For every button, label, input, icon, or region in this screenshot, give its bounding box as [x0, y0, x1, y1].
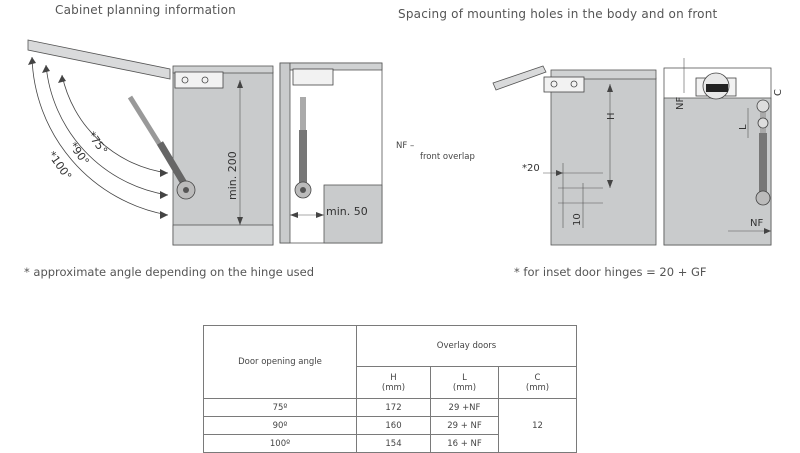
row-angle: 90º — [203, 416, 357, 435]
angle-footnote: * approximate angle depending on the hin… — [24, 265, 315, 279]
dimension-nf-bottom: NF — [750, 218, 763, 229]
header-overlay-doors: Overlay doors — [356, 325, 577, 367]
row-h: 172 — [356, 398, 431, 417]
row-angle: 100º — [203, 434, 357, 453]
angle-label-100: *100° — [45, 149, 74, 183]
header-c: C (mm) — [498, 366, 577, 399]
dimension-l: L — [738, 124, 749, 130]
arc-90 — [45, 64, 169, 196]
mounting-holes-drawing: H *20 10 NF L C NF — [492, 58, 784, 246]
row-l: 16 + NF — [430, 434, 499, 453]
row-l: 29 +NF — [430, 398, 499, 417]
mounting-holes-title: Spacing of mounting holes in the body an… — [398, 7, 718, 21]
table-row: 75º 172 29 +NF 12 — [203, 398, 577, 453]
hinge — [174, 71, 224, 89]
side-view-panel — [323, 184, 383, 244]
table-row: 100º 154 16 + NF — [203, 434, 577, 453]
row-h: 160 — [356, 416, 431, 435]
cabinet-planning-title: Cabinet planning information — [55, 3, 236, 17]
front-door — [492, 65, 547, 91]
front-view-panel — [663, 97, 772, 246]
header-l-name: L — [462, 372, 467, 383]
dimension-10: 10 — [572, 213, 583, 226]
nf-legend-line2: front overlap — [420, 152, 475, 162]
row-l: 29 + NF — [430, 416, 499, 435]
opened-door — [27, 39, 171, 80]
angle-label-90: *90° — [67, 140, 92, 168]
header-h: H (mm) — [356, 366, 431, 399]
cabinet-side-panel — [172, 71, 274, 246]
dimension-20: *20 — [522, 163, 540, 174]
cabinet-bottom — [172, 224, 274, 246]
row-h: 154 — [356, 434, 431, 453]
header-l: L (mm) — [430, 366, 499, 399]
header-door-opening-angle: Door opening angle — [203, 325, 357, 399]
header-c-unit: (mm) — [525, 382, 550, 393]
angle-label-75: *75° — [85, 129, 110, 157]
nf-legend-line1: NF – — [396, 141, 415, 151]
header-l-unit: (mm) — [452, 382, 477, 393]
body-panel — [550, 77, 657, 246]
dimension-h: H — [606, 112, 617, 120]
header-c-name: C — [534, 372, 541, 383]
header-h-unit: (mm) — [381, 382, 406, 393]
side-view-door — [279, 62, 291, 244]
dimension-nf-top: NF — [675, 97, 686, 110]
spec-table: Door opening angle Overlay doors H (mm) … — [203, 325, 577, 453]
dimension-min-50: min. 50 — [326, 205, 368, 218]
dimension-min-200: min. 200 — [226, 151, 239, 200]
hinge-right — [543, 76, 585, 93]
arc-75 — [61, 74, 169, 174]
row-c-merged: 12 — [498, 398, 577, 453]
header-h-name: H — [390, 372, 397, 383]
opening-angle-drawing: *75° *90° *100° min. 200 min. 50 — [27, 39, 383, 246]
row-angle: 75º — [203, 398, 357, 417]
arc-100 — [31, 56, 169, 216]
inset-footnote: * for inset door hinges = 20 + GF — [514, 265, 707, 279]
dimension-c: C — [773, 89, 784, 96]
